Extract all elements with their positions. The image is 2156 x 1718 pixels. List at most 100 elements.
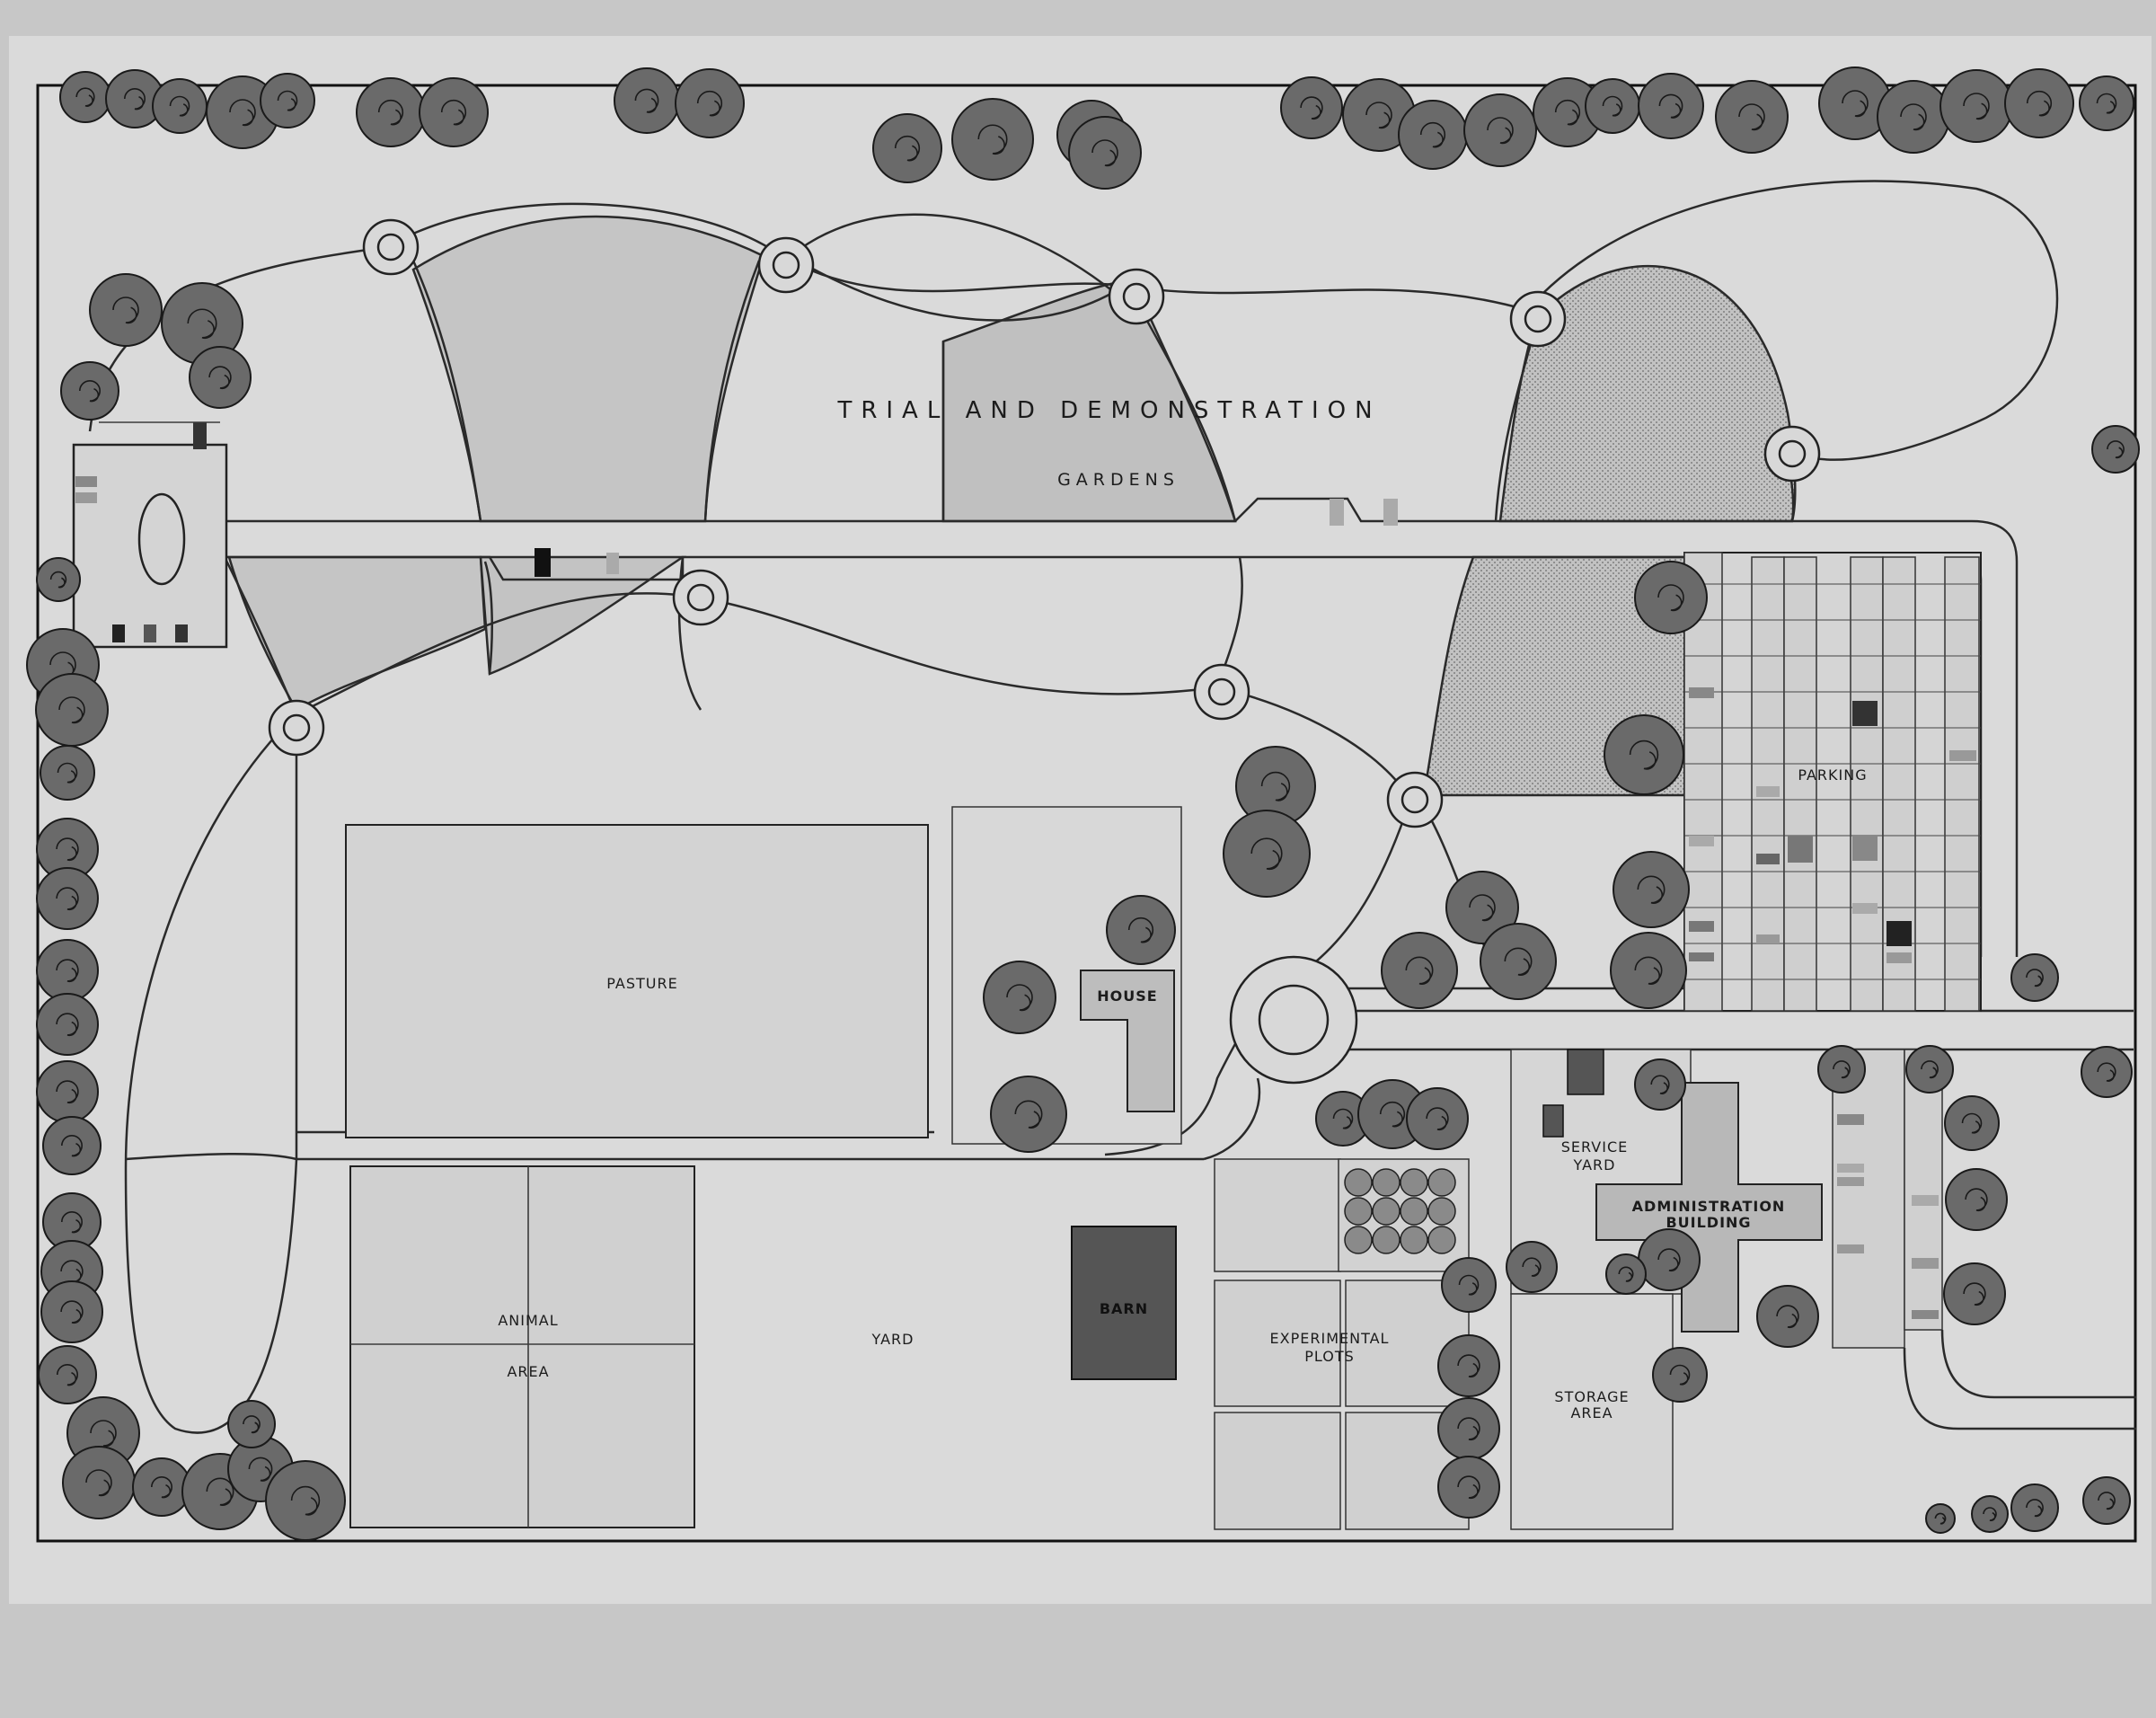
tree-canopy — [1971, 1495, 2009, 1533]
storage-area: STORAGE AREA — [1510, 1293, 1674, 1530]
tree-canopy — [1634, 561, 1708, 634]
car — [1383, 499, 1398, 526]
service-yard-label-1: SERVICE — [1561, 1138, 1628, 1156]
tree-canopy — [62, 1446, 136, 1519]
tree-canopy — [2091, 425, 2140, 474]
tree-canopy — [152, 78, 208, 134]
tree-canopy — [42, 1116, 102, 1175]
tree-canopy — [2010, 1483, 2059, 1532]
south-parking-lot — [1832, 1049, 2136, 1430]
tree-canopy — [990, 1076, 1067, 1153]
tree-canopy — [2081, 1046, 2133, 1098]
administration-building: ADMINISTRATION BUILDING — [1595, 1082, 1823, 1333]
car — [535, 548, 551, 577]
tree-canopy — [40, 745, 95, 801]
tree-canopy — [2082, 1476, 2131, 1525]
yard-label: YARD — [871, 1331, 915, 1348]
tree-canopy — [1613, 851, 1690, 928]
tree-canopy — [1441, 1257, 1497, 1313]
house — [1080, 970, 1175, 1112]
tree-canopy — [36, 867, 99, 930]
tree-canopy — [1398, 100, 1468, 170]
site-boundary — [36, 84, 2137, 1543]
car — [1330, 499, 1344, 526]
tree-canopy — [36, 1060, 99, 1123]
west-parking-lot — [72, 421, 228, 649]
tree-canopy — [1463, 93, 1537, 167]
tree-canopy — [1480, 923, 1557, 1000]
storage-area-label-1: STORAGE — [1554, 1388, 1629, 1405]
tree-canopy — [1715, 80, 1789, 154]
animal-area-label-2: AREA — [507, 1363, 549, 1380]
tree-canopy — [951, 98, 1034, 181]
experimental-plots-label-2: PLOTS — [1304, 1348, 1355, 1365]
pasture-label: PASTURE — [606, 975, 677, 992]
barn-label: BARN — [1100, 1300, 1148, 1317]
admin-label-2: BUILDING — [1666, 1214, 1751, 1231]
tree-canopy — [1506, 1241, 1558, 1293]
tree-canopy — [614, 67, 680, 134]
admin-label-1: ADMINISTRATION — [1632, 1198, 1786, 1215]
parking-lot: PARKING — [1683, 552, 1982, 1012]
tree-canopy — [419, 77, 489, 147]
tree-canopy — [189, 346, 252, 409]
tree-canopy — [60, 361, 119, 421]
barn: BARN — [1071, 1226, 1177, 1380]
garden-title-line1: TRIAL AND DEMONSTRATION — [836, 397, 1381, 424]
tree-canopy — [1634, 1058, 1686, 1111]
tree-canopy — [1925, 1503, 1956, 1534]
animal-area-label-1: ANIMAL — [498, 1312, 558, 1329]
tree-canopy — [1585, 78, 1640, 134]
tree-canopy — [2079, 75, 2134, 131]
tree-canopy — [36, 557, 81, 602]
tree-canopy — [1445, 871, 1519, 944]
tree-canopy — [1605, 1253, 1647, 1295]
tree-canopy — [1638, 73, 1704, 139]
pasture: PASTURE — [345, 824, 929, 1138]
tree-canopy — [59, 71, 111, 123]
tree-canopy — [36, 993, 99, 1056]
tree-canopy — [36, 939, 99, 1002]
tree-canopy — [1437, 1456, 1500, 1519]
tree-canopy — [1223, 810, 1311, 898]
service-yard-label-2: YARD — [1573, 1156, 1616, 1173]
parking-label: PARKING — [1798, 766, 1867, 784]
car — [606, 553, 619, 574]
tree-canopy — [1280, 76, 1343, 139]
tree-canopy — [227, 1400, 276, 1448]
tree-canopy — [983, 961, 1056, 1034]
tree-canopy — [1652, 1347, 1708, 1403]
tree-canopy — [2004, 68, 2074, 138]
tree-canopy — [675, 68, 745, 138]
house-label: HOUSE — [1097, 987, 1157, 1005]
tree-canopy — [1068, 116, 1142, 190]
tree-canopy — [1437, 1334, 1500, 1397]
tree-canopy — [1610, 932, 1687, 1009]
tree-canopy — [356, 77, 426, 147]
house-lot: HOUSE — [951, 806, 1182, 1145]
garden-title-line2: GARDENS — [1057, 470, 1180, 490]
tree-canopy — [2010, 953, 2059, 1002]
tree-canopy — [872, 113, 942, 183]
tree-canopy — [260, 73, 315, 128]
garden-bed — [411, 215, 765, 523]
experimental-plots-label-1: EXPERIMENTAL — [1270, 1330, 1390, 1347]
tree-canopy — [40, 1280, 103, 1343]
trees — [26, 66, 2140, 1541]
tree-canopy — [1756, 1285, 1819, 1348]
roundabouts — [268, 218, 1821, 1085]
tree-canopy — [1940, 69, 2013, 143]
tree-canopy — [89, 273, 163, 347]
tree-canopy — [1406, 1087, 1469, 1150]
tree-canopy — [1817, 1045, 1866, 1094]
storage-area-label-2: AREA — [1570, 1404, 1613, 1421]
tree-canopy — [35, 673, 109, 747]
tree-canopy — [1106, 895, 1176, 965]
tree-canopy — [1945, 1168, 2008, 1231]
tree-canopy — [1638, 1228, 1701, 1291]
tree-canopy — [1877, 80, 1950, 154]
tree-canopy — [1943, 1262, 2006, 1325]
tree-canopy — [1944, 1095, 2000, 1151]
garden-bed — [479, 555, 687, 676]
